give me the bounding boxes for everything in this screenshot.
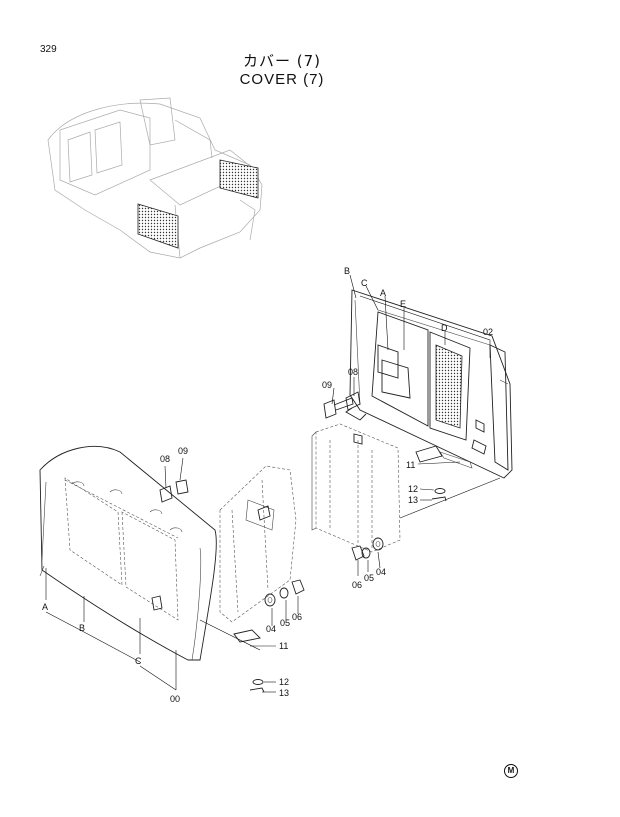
- callout-lower-10: 12: [279, 677, 289, 687]
- page-title: COVER (7): [239, 71, 325, 88]
- callout-upper-3: E: [400, 299, 406, 309]
- frame-panel-lower: [219, 465, 297, 623]
- callout-lower-7: 05: [280, 618, 290, 628]
- page-number: 329: [40, 44, 57, 55]
- callout-upper-12: 05: [364, 573, 374, 583]
- callout-upper-13: 04: [376, 567, 386, 577]
- callout-upper-7: 08: [348, 367, 358, 377]
- callout-upper-10: 13: [408, 495, 418, 505]
- manufacturer-logo: M: [504, 764, 518, 778]
- callout-lower-2: A: [42, 602, 48, 612]
- callout-lower-8: 06: [292, 612, 302, 622]
- callout-labels-upper: B C A E D 02 09 08 11 12 13 06 05 04: [322, 266, 493, 590]
- callout-lower-9: 11: [279, 641, 288, 651]
- page-title-japanese: カバー (7): [242, 52, 322, 70]
- callout-upper-1: C: [361, 278, 368, 288]
- rear-cover-mesh-highlight: [219, 159, 259, 199]
- bolt-09-upper: [323, 397, 354, 419]
- callout-lower-1: 09: [178, 446, 188, 456]
- callout-upper-8: 11: [406, 460, 415, 470]
- callout-upper-5: 02: [483, 327, 493, 337]
- upper-loose-parts: [351, 445, 447, 561]
- callout-upper-6: 09: [322, 380, 332, 390]
- washer-08-lower: [159, 485, 173, 503]
- lower-loose-parts: [233, 579, 305, 693]
- callout-upper-0: B: [344, 266, 350, 276]
- callout-lower-4: C: [135, 656, 142, 666]
- callout-lower-3: B: [79, 623, 85, 633]
- callout-lower-0: 08: [160, 454, 170, 464]
- callout-upper-11: 06: [352, 580, 362, 590]
- cover-assembly-upper: [345, 289, 513, 479]
- frame-panel-upper: [311, 423, 401, 553]
- leader-lines: [45, 274, 501, 693]
- side-cover-mesh-highlight: [137, 203, 179, 249]
- callout-labels-lower: 08 09 A B C 00 04 05 06 11 12 13: [42, 446, 302, 704]
- callout-upper-4: D: [441, 323, 448, 333]
- callout-lower-6: 04: [266, 624, 276, 634]
- cover-assembly-lower: [39, 445, 217, 661]
- callout-lower-5: 00: [170, 694, 180, 704]
- bolt-09-lower: [175, 479, 189, 495]
- machine-overview: [47, 97, 263, 259]
- callout-upper-2: A: [380, 288, 386, 298]
- upper-cover-mesh: [435, 344, 463, 429]
- callout-upper-9: 12: [408, 484, 418, 494]
- callout-lower-11: 13: [279, 688, 289, 698]
